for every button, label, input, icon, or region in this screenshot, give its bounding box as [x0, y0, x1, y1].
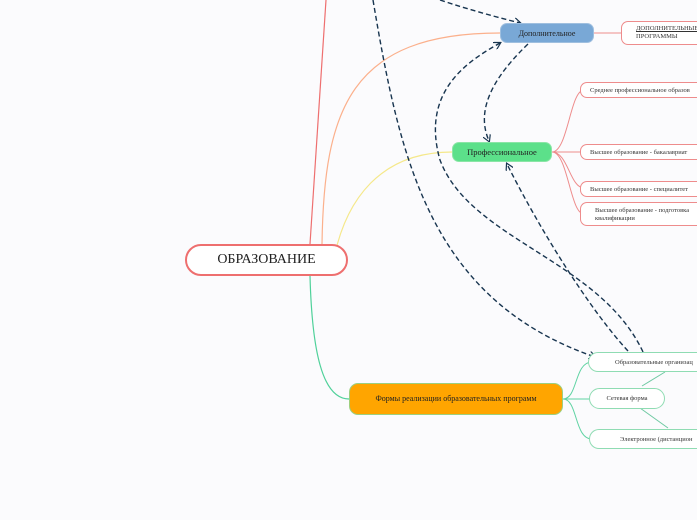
prof-child-spo-label: Среднее профессиональное образов — [590, 87, 690, 94]
branch-dopolnitelnoe-label: Дополнительное — [518, 28, 576, 38]
prof-child-qualification[interactable]: Высшее образование - подготовка квалифик… — [580, 202, 697, 226]
relation-arrow-2 — [372, 0, 595, 357]
dop-child-programs-line1: ДОПОЛНИТЕЛЬНЫЕ — [636, 25, 697, 32]
branch-line-prof — [333, 151, 453, 259]
prof-child-specialist-label: Высшее образование - специалитет — [590, 186, 689, 193]
branch-dopolnitelnoe[interactable]: Дополнительное — [500, 23, 594, 43]
branch-line-forms — [309, 275, 350, 400]
dop-child-programs[interactable]: ДОПОЛНИТЕЛЬНЫЕ ПРОГРАММЫ — [621, 21, 697, 45]
prof-child-spo[interactable]: Среднее профессиональное образов — [580, 82, 697, 98]
prof-child-bachelor[interactable]: Высшее образование - бакалавриат — [580, 144, 697, 160]
prof-child-qualification-line1: Высшее образование - подготовка — [595, 207, 690, 214]
prof-child-qualification-line2: квалификации — [595, 215, 635, 222]
branch-line-dop — [321, 32, 501, 245]
relation-arrow-4 — [484, 43, 529, 141]
root-topic[interactable]: ОБРАЗОВАНИЕ — [185, 244, 348, 276]
forms-child-electronic-label: Электронное (дистанцион — [620, 436, 693, 443]
relation-arrow-5 — [507, 164, 629, 352]
forms-child-organizations-label: Образовательные организац — [615, 359, 693, 366]
branch-professionalnoe[interactable]: Профессиональное — [452, 142, 552, 162]
prof-child-bachelor-label: Высшее образование - бакалавриат — [590, 149, 688, 156]
forms-child-electronic[interactable]: Электронное (дистанцион — [589, 429, 697, 449]
branch-line-top — [309, 0, 327, 245]
root-topic-label: ОБРАЗОВАНИЕ — [217, 252, 316, 267]
relation-arrow-1 — [439, 0, 520, 23]
forms-child-lines — [562, 361, 593, 440]
branch-forms-label: Формы реализации образовательных програм… — [375, 394, 537, 403]
forms-inner-links — [639, 371, 669, 429]
branch-professionalnoe-label: Профессиональное — [467, 147, 537, 157]
forms-child-network[interactable]: Сетевая форма — [589, 388, 665, 409]
prof-child-specialist[interactable]: Высшее образование - специалитет — [580, 181, 697, 197]
prof-child-lines — [551, 89, 585, 215]
branch-forms[interactable]: Формы реализации образовательных програм… — [349, 383, 563, 415]
dop-child-programs-line2: ПРОГРАММЫ — [636, 33, 678, 40]
forms-child-network-label: Сетевая форма — [606, 395, 648, 402]
forms-child-organizations[interactable]: Образовательные организац — [588, 352, 697, 372]
